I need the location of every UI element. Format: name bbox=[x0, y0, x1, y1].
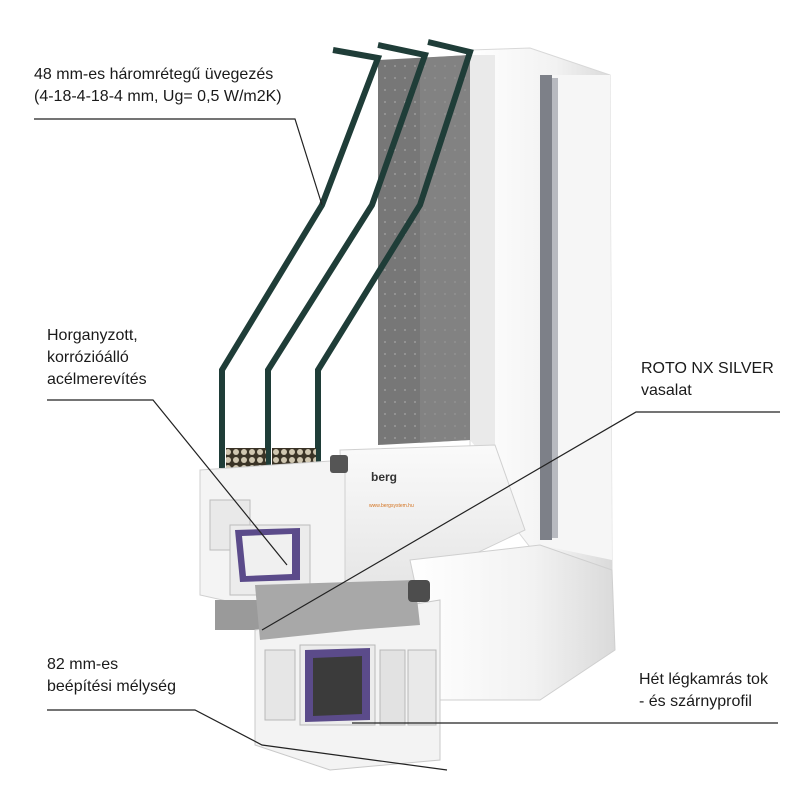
label-depth-line1: 82 mm-es bbox=[47, 656, 119, 673]
leader-lines bbox=[34, 118, 780, 771]
frame-gasket-strip bbox=[540, 75, 552, 540]
label-installation-depth: 82 mm-es beépítési mélység bbox=[47, 654, 176, 698]
leader-glazing bbox=[34, 118, 323, 206]
label-steel-reinforcement: Horganyzott, korrózióálló acélmerevítés bbox=[47, 325, 147, 391]
leader-hardware bbox=[261, 411, 780, 631]
label-glazing-line2: (4-18-4-18-4 mm, Ug= 0,5 W/m2K) bbox=[34, 88, 282, 105]
brand-name: berg bbox=[371, 470, 398, 484]
label-glazing-line1: 48 mm-es háromrétegű üvegezés bbox=[34, 66, 274, 83]
outer-frame bbox=[469, 47, 613, 571]
glass-pane-3 bbox=[315, 39, 474, 468]
brand-logo: berg www.bergsystem.hu bbox=[369, 470, 414, 510]
frame-profile bbox=[254, 544, 616, 771]
label-hardware-line1: ROTO NX SILVER bbox=[641, 360, 774, 377]
brand-url: www.bergsystem.hu bbox=[369, 503, 414, 509]
glass-pane-1 bbox=[219, 47, 383, 468]
frame-seal-top bbox=[408, 580, 430, 602]
label-chambers-line1: Hét légkamrás tok bbox=[639, 671, 768, 688]
label-chambers: Hét légkamrás tok - és szárnyprofil bbox=[639, 669, 768, 713]
label-hardware: ROTO NX SILVER vasalat bbox=[641, 358, 774, 402]
label-steel-line3: acélmerevítés bbox=[47, 371, 147, 388]
label-steel-line1: Horganyzott, bbox=[47, 327, 138, 344]
frame-sealing-lip bbox=[255, 580, 420, 640]
glass-pane-2 bbox=[265, 42, 429, 468]
label-glazing: 48 mm-es háromrétegű üvegezés (4-18-4-18… bbox=[34, 64, 282, 108]
sash-profile bbox=[199, 444, 526, 630]
label-chambers-line2: - és szárnyprofil bbox=[639, 693, 752, 710]
label-hardware-line2: vasalat bbox=[641, 382, 692, 399]
leader-depth bbox=[47, 709, 448, 771]
label-depth-line2: beépítési mélység bbox=[47, 678, 176, 695]
leader-steel bbox=[47, 399, 288, 566]
sash-seal-top bbox=[330, 455, 348, 473]
glass-unit bbox=[219, 39, 495, 498]
label-steel-line2: korrózióálló bbox=[47, 349, 129, 366]
